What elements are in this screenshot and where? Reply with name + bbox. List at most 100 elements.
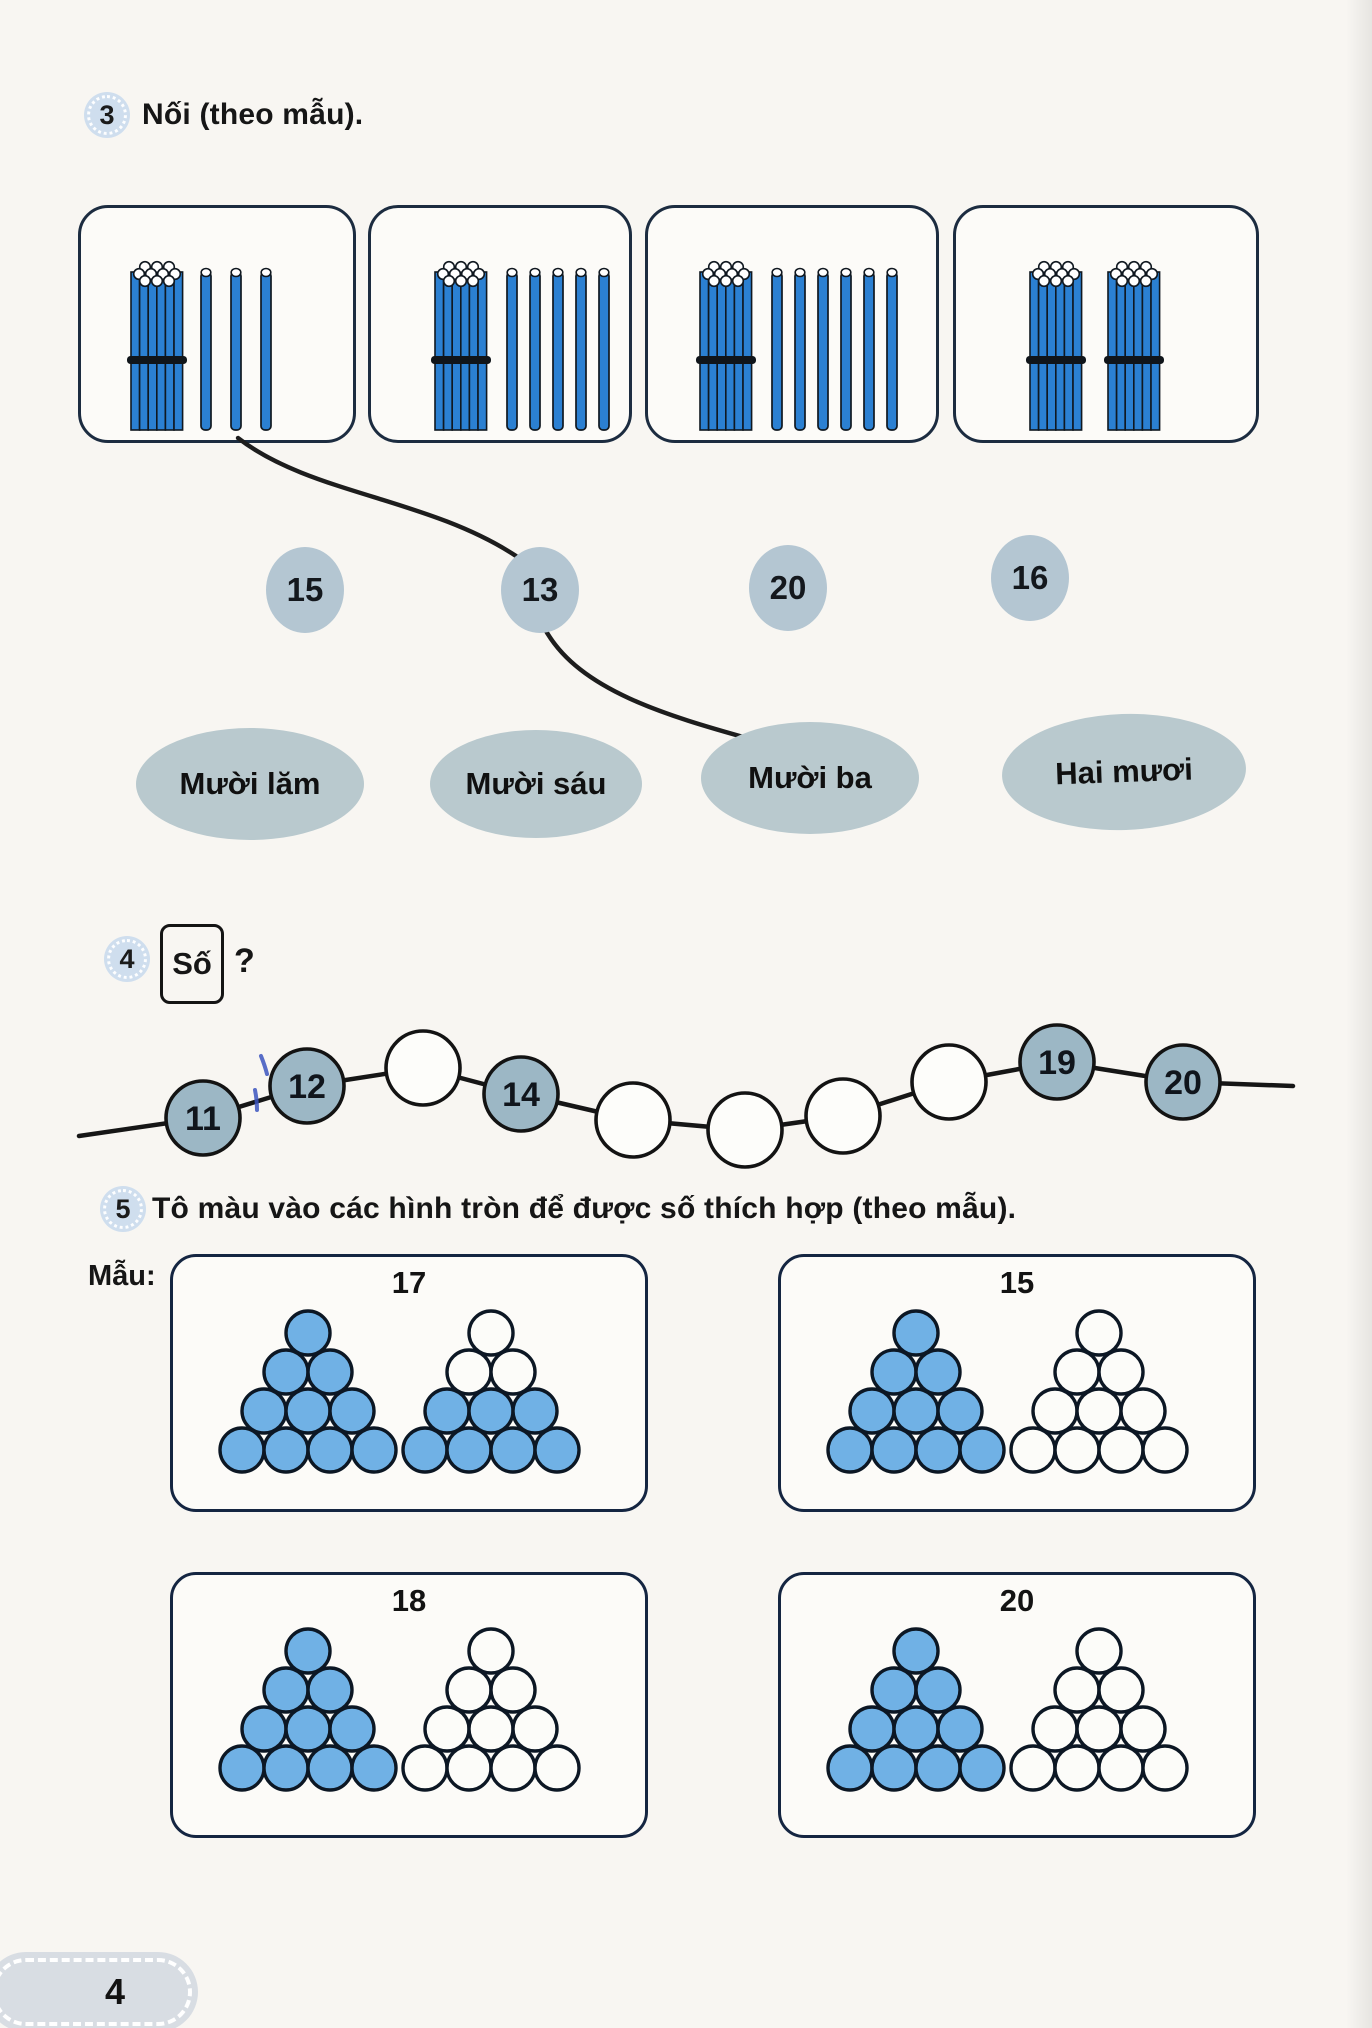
pyramid-circle-filled	[914, 1744, 962, 1792]
number-circle-16: 16	[991, 535, 1069, 621]
exercise-5-badge: 5	[100, 1186, 146, 1232]
pyramid-circle-filled	[262, 1348, 310, 1396]
stick-box-15	[368, 205, 632, 443]
chain-circle-12	[268, 1047, 346, 1125]
chain-circle-empty	[706, 1091, 784, 1169]
pyramid-circle-filled	[284, 1627, 332, 1675]
pen-mark	[253, 1054, 269, 1112]
pyramid-circle-empty	[1097, 1666, 1145, 1714]
single-stick	[794, 267, 806, 431]
word-oval-muoi-sau: Mười sáu	[430, 730, 642, 838]
chain-circle-20	[1144, 1043, 1222, 1121]
chain-circle-empty	[384, 1029, 462, 1107]
single-stick	[200, 267, 212, 431]
target-number: 20	[999, 1583, 1035, 1618]
right-pyramid	[1009, 1309, 1189, 1474]
pyramid-circle-empty	[1141, 1426, 1189, 1474]
single-stick	[230, 267, 242, 431]
pyramid-circle-filled	[870, 1666, 918, 1714]
pyramid-circle-filled	[826, 1426, 874, 1474]
pyramid-circle-filled	[892, 1309, 940, 1357]
pyramid-circle-filled	[848, 1387, 896, 1435]
stick-box-drawing	[431, 260, 610, 431]
pyramid-drawing	[826, 1627, 1189, 1792]
pyramid-circle-empty	[533, 1744, 581, 1792]
exercise-3-title: Nối (theo mẫu).	[142, 98, 364, 131]
pyramid-circle-filled	[328, 1705, 376, 1753]
pyramid-circle-filled	[914, 1426, 962, 1474]
single-stick	[506, 267, 518, 431]
pyramid-circle-filled	[936, 1705, 984, 1753]
pyramid-circle-empty	[1075, 1705, 1123, 1753]
pyramid-circle-filled	[284, 1705, 332, 1753]
pyramid-circle-empty	[1097, 1348, 1145, 1396]
pyramid-circle-filled	[914, 1666, 962, 1714]
chain-number: 14	[502, 1076, 540, 1114]
single-stick	[840, 267, 852, 431]
pyramid-circle-empty	[445, 1744, 493, 1792]
stick-bundle-of-10	[1104, 260, 1164, 431]
pyramid-circle-filled	[306, 1744, 354, 1792]
pyramid-circle-empty	[401, 1744, 449, 1792]
stick-box-16	[645, 205, 939, 443]
stick-box-drawing	[127, 260, 272, 431]
pyramid-circle-empty	[489, 1744, 537, 1792]
chain-circle-empty	[910, 1043, 988, 1121]
connection-line-box-to-13	[235, 435, 519, 559]
pyramid-circle-empty	[467, 1705, 515, 1753]
pyramid-circle-empty	[1097, 1744, 1145, 1792]
pyramid-circle-empty	[1097, 1426, 1145, 1474]
pyramid-circle-empty	[1031, 1387, 1079, 1435]
pyramid-circle-empty	[1053, 1744, 1101, 1792]
connection-line-13-to-muoi-ba	[543, 628, 757, 743]
pyramid-circle-filled	[870, 1426, 918, 1474]
exercise-5-title: Tô màu vào các hình tròn để được số thíc…	[152, 1192, 1017, 1225]
stick-bundle-of-10	[1026, 260, 1086, 431]
pyramid-circle-filled	[262, 1666, 310, 1714]
pyramid-circle-empty	[1075, 1387, 1123, 1435]
chain-number: 11	[185, 1100, 221, 1138]
chain-circle-19	[1018, 1023, 1096, 1101]
pyramid-circle-empty	[1075, 1309, 1123, 1357]
pyramid-circle-empty	[1141, 1744, 1189, 1792]
pyramid-circle-filled	[826, 1744, 874, 1792]
pyramid-circle-empty	[489, 1666, 537, 1714]
pyramid-circle-filled	[892, 1627, 940, 1675]
left-pyramid	[826, 1309, 1006, 1474]
word-oval-muoi-lam: Mười lăm	[136, 728, 364, 840]
stick-box-13	[78, 205, 356, 443]
single-stick	[817, 267, 829, 431]
chain-circle-14	[482, 1055, 560, 1133]
color-box-17: 17	[170, 1254, 648, 1512]
pyramid-circle-filled	[284, 1309, 332, 1357]
right-pyramid	[1009, 1627, 1189, 1792]
sample-label: Mẫu:	[88, 1260, 156, 1292]
pyramid-circle-empty	[445, 1348, 493, 1396]
pyramid-circle-empty	[467, 1627, 515, 1675]
number-circle-20: 20	[749, 545, 827, 631]
chain-wave-line	[76, 1059, 1296, 1139]
pyramid-circle-filled	[489, 1426, 537, 1474]
pyramid-circle-empty	[1075, 1627, 1123, 1675]
exercise-4-badge: 4	[104, 936, 150, 982]
pyramid-circle-filled	[533, 1426, 581, 1474]
pyramid-circle-filled	[958, 1744, 1006, 1792]
stick-box-20	[953, 205, 1259, 443]
pyramid-circle-filled	[870, 1744, 918, 1792]
chain-circle-11	[164, 1079, 242, 1157]
pyramid-circle-filled	[401, 1426, 449, 1474]
left-pyramid	[218, 1627, 398, 1792]
chain-circle-empty	[804, 1077, 882, 1155]
pyramid-drawing	[218, 1309, 581, 1474]
pyramid-circle-filled	[328, 1387, 376, 1435]
pyramid-circle-empty	[1053, 1348, 1101, 1396]
pyramid-circle-filled	[848, 1705, 896, 1753]
pyramid-circle-empty	[467, 1309, 515, 1357]
stick-bundle-of-10	[696, 260, 756, 431]
pyramid-circle-filled	[958, 1426, 1006, 1474]
pyramid-circle-filled	[218, 1426, 266, 1474]
pyramid-circle-empty	[1009, 1744, 1057, 1792]
number-circle-15: 15	[266, 547, 344, 633]
